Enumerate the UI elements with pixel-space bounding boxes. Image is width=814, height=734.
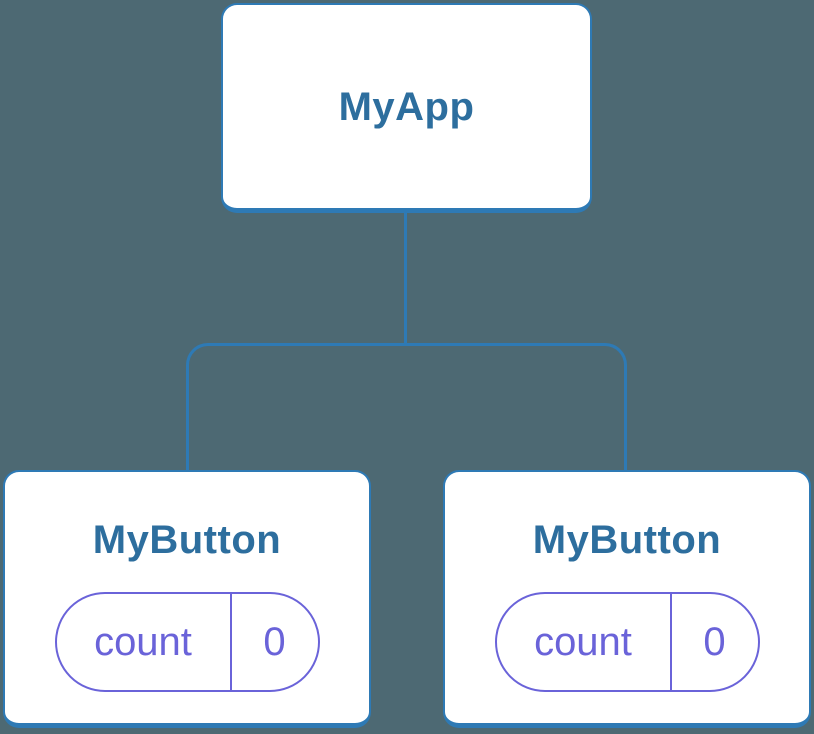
state-name-cell: count [57, 594, 232, 690]
state-value: 0 [703, 620, 726, 664]
connector-root-stem [404, 211, 407, 344]
state-value-cell: 0 [232, 594, 318, 690]
tree-node-child-2: MyButton count 0 [443, 470, 811, 728]
node-title: MyButton [92, 518, 282, 562]
connector-children-bracket [186, 343, 627, 470]
state-pill: count 0 [494, 592, 760, 692]
state-value-cell: 0 [672, 594, 758, 690]
state-pill: count 0 [54, 592, 320, 692]
state-value: 0 [263, 620, 286, 664]
node-title: MyApp [338, 84, 475, 129]
state-name: count [534, 620, 632, 664]
node-title: MyButton [532, 518, 722, 562]
tree-node-child-1: MyButton count 0 [3, 470, 371, 728]
tree-node-root: MyApp [221, 3, 592, 213]
state-name-cell: count [497, 594, 672, 690]
state-name: count [94, 620, 192, 664]
